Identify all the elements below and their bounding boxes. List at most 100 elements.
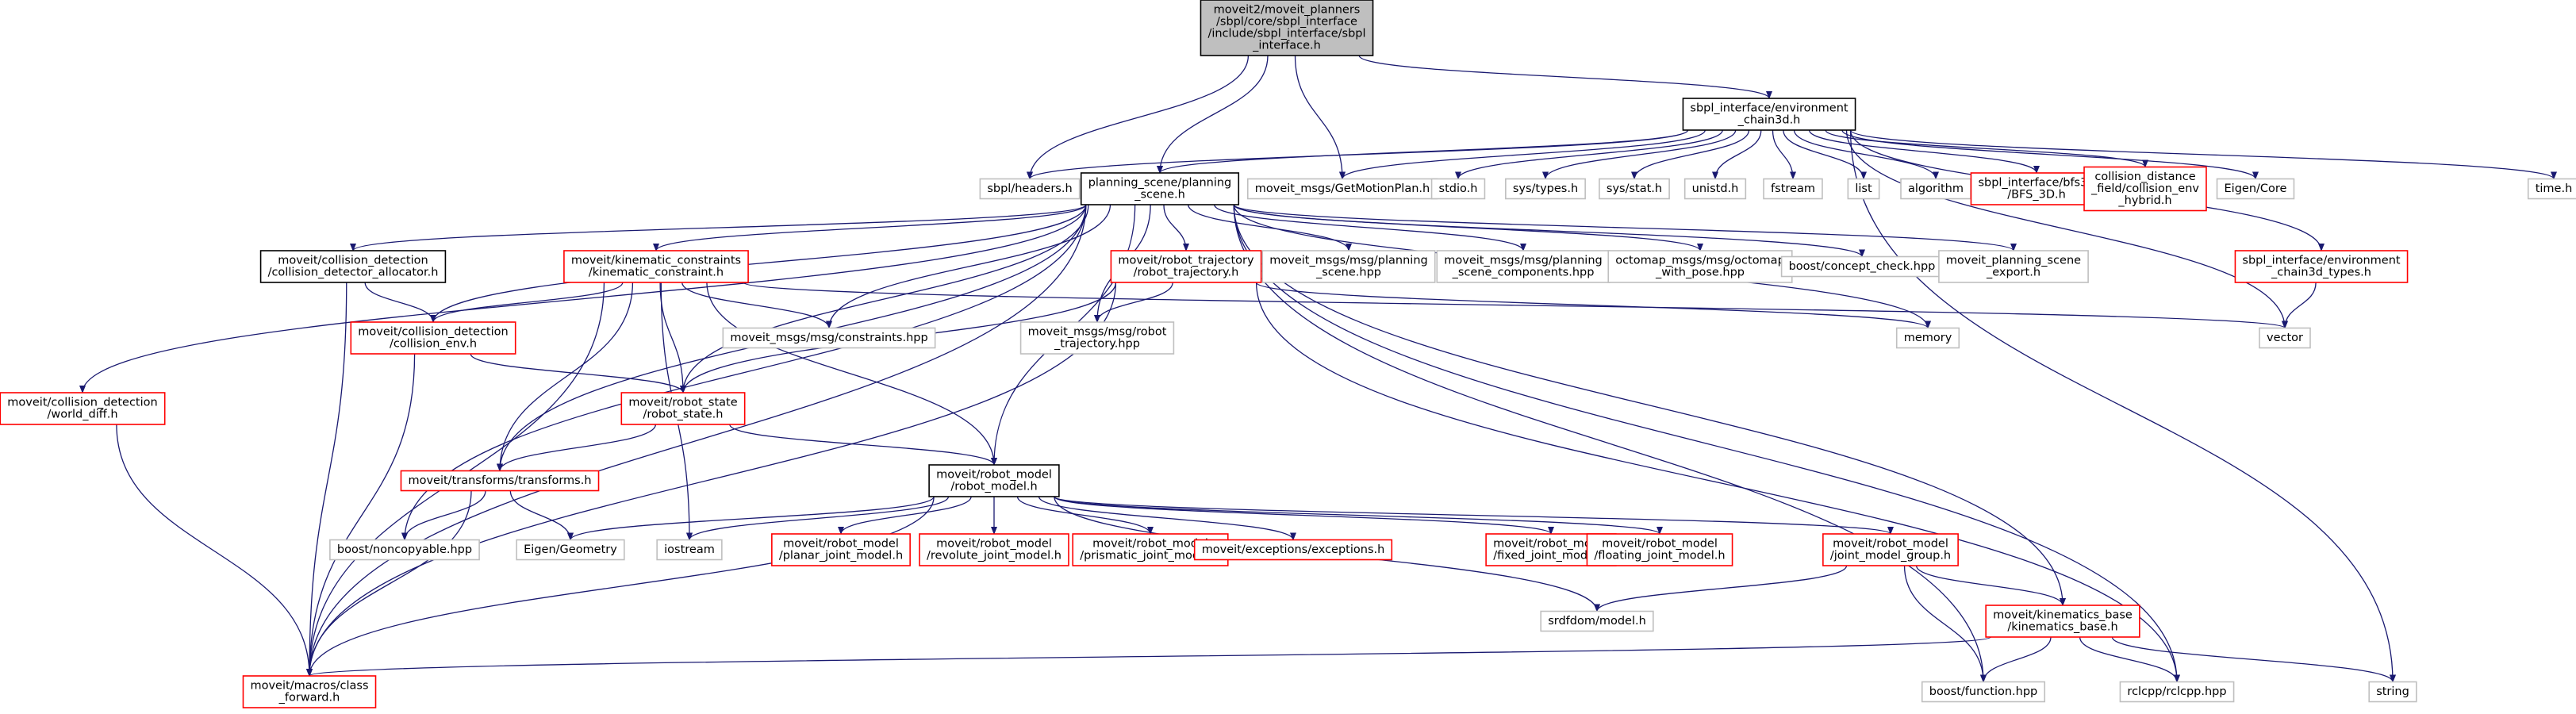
node-label: fstream (1771, 182, 1815, 195)
node-box (1430, 178, 1486, 200)
node-noncopyable: boost/noncopyable.hpp (329, 539, 480, 561)
edge-kinematics-base-to-class-forward (306, 636, 1991, 677)
node-label-line: moveit_planning_scene (1946, 255, 2081, 267)
node-box (1019, 321, 1175, 355)
node-planar-joint[interactable]: moveit/robot_model/planar_joint_model.h (771, 533, 911, 566)
node-box (928, 464, 1060, 497)
node-label: moveit_msgs/msg/robot_trajectory.hpp (1028, 326, 1167, 351)
node-box (1200, 0, 1374, 56)
edge-robot-model-to-iostream (686, 496, 950, 541)
node-box (1763, 178, 1823, 200)
node-rclcpp: rclcpp/rclcpp.hpp (2119, 681, 2235, 703)
node-box (1261, 250, 1436, 283)
node-box (1900, 178, 1971, 200)
node-box (919, 533, 1069, 566)
node-label-line: moveit/robot_model (1602, 538, 1718, 551)
edge-kin-constraint-to-transforms (497, 282, 634, 472)
node-kin-constraint[interactable]: moveit/kinematic_constraints/kinematic_c… (563, 250, 749, 283)
node-label: vector (2267, 332, 2303, 344)
edge-robot-traj-h-to-memory (1255, 282, 1931, 329)
node-box (1607, 250, 1793, 283)
edge-transforms-to-class-forward (306, 490, 472, 677)
node-fstream: fstream (1763, 178, 1823, 200)
node-label: sbpl_interface/environment_chain3d_types… (2242, 255, 2400, 279)
node-boost-function: boost/function.hpp (1921, 681, 2046, 703)
edge-robot-model-to-fixed-joint (1054, 496, 1554, 535)
node-label-line: _forward.h (278, 692, 340, 704)
node-box (563, 250, 749, 283)
node-floating-joint[interactable]: moveit/robot_model/floating_joint_model.… (1586, 533, 1733, 566)
node-label: memory (1904, 332, 1952, 344)
node-box (771, 533, 911, 566)
node-robot-model[interactable]: moveit/robot_model/robot_model.h (928, 464, 1060, 497)
node-box (1921, 681, 2046, 703)
node-label-line: moveit/robot_model (783, 538, 899, 551)
node-planning-scene[interactable]: planning_scene/planning_scene.h (1080, 172, 1240, 205)
node-env-chain3d-types[interactable]: sbpl_interface/environment_chain3d_types… (2234, 250, 2409, 283)
edge-planning-scene-to-ps-export (1233, 204, 2017, 251)
node-label-line: sbpl/headers.h (987, 182, 1072, 195)
node-root[interactable]: moveit2/moveit_planners/sbpl/core/sbpl_i… (1200, 0, 1374, 56)
node-label-line: fstream (1771, 182, 1815, 195)
node-label: moveit/transforms/transforms.h (408, 474, 591, 487)
node-label-line: algorithm (1908, 182, 1964, 195)
node-world-diff[interactable]: moveit/collision_detection/world_diff.h (0, 392, 166, 425)
node-robot-traj-h[interactable]: moveit/robot_trajectory/robot_trajectory… (1110, 250, 1262, 283)
edge-robot-traj-h-to-msg-robot-traj (1094, 282, 1173, 323)
edge-env-chain3d-to-algorithm (1793, 129, 1939, 180)
node-kinematics-base[interactable]: moveit/kinematics_base/kinematics_base.h (1985, 605, 2140, 638)
node-joint-model-group[interactable]: moveit/robot_model/joint_model_group.h (1822, 533, 1959, 566)
node-transforms[interactable]: moveit/transforms/transforms.h (400, 470, 600, 492)
edge-planning-scene-to-cd-allocator (350, 204, 1087, 251)
edge-transforms-to-eigen-geometry (509, 490, 574, 541)
node-env-chain3d[interactable]: sbpl_interface/environment_chain3d.h (1682, 98, 1856, 131)
node-box (656, 539, 723, 561)
edge-kin-constraint-to-collision-env (430, 282, 624, 323)
node-cd-allocator[interactable]: moveit/collision_detection/collision_det… (259, 250, 447, 283)
edge-env-chain3d-types-to-vector (2282, 282, 2317, 329)
edge-cd-allocator-to-class-forward (306, 282, 347, 677)
edge-env-chain3d-to-systypes (1542, 129, 1737, 180)
node-label-line: sys/stat.h (1607, 182, 1662, 195)
node-box (722, 327, 936, 349)
edge-planning-scene-to-msg-constraints (826, 204, 1111, 329)
node-exceptions[interactable]: moveit/exceptions/exceptions.h (1193, 539, 1393, 561)
node-box (0, 392, 166, 425)
node-label: moveit/collision_detection/collision_det… (268, 255, 439, 279)
node-label-line: iostream (664, 543, 715, 556)
node-robot-state[interactable]: moveit/robot_state/robot_state.h (620, 392, 746, 425)
node-label-line: _scene.h (1134, 189, 1185, 202)
node-label: string (2376, 685, 2409, 698)
node-label-line: memory (1904, 332, 1952, 344)
node-label-line: moveit/robot_model (936, 469, 1052, 482)
node-label-line: moveit/kinematic_constraints (571, 255, 741, 267)
node-bfs3d[interactable]: sbpl_interface/bfs3d/BFS_3D.h (1970, 172, 2103, 205)
node-box (1436, 250, 1610, 283)
node-box (1985, 605, 2140, 638)
node-box (1080, 172, 1240, 205)
node-box (2368, 681, 2417, 703)
node-class-forward[interactable]: moveit/macros/class_forward.h (242, 675, 377, 708)
node-sysstat: sys/stat.h (1599, 178, 1670, 200)
edge-env-chain3d-to-eigen-core (1841, 129, 2259, 180)
node-label-line: moveit2/moveit_planners (1214, 4, 1361, 17)
node-label: moveit_msgs/GetMotionPlan.h (1255, 182, 1430, 195)
node-cdf-hybrid[interactable]: collision_distance_field/collision_env_h… (2083, 166, 2207, 212)
node-collision-env[interactable]: moveit/collision_detection/collision_env… (350, 321, 516, 355)
node-label-line: /fixed_joint_model.h (1493, 550, 1609, 562)
node-iostream: iostream (656, 539, 723, 561)
edge-kin-constraint-to-msg-constraints (681, 282, 832, 329)
node-label-line: _scene.hpp (1315, 267, 1381, 279)
node-list: list (1847, 178, 1880, 200)
node-label-line: vector (2267, 332, 2303, 344)
node-box (1540, 610, 1654, 632)
edge-world-diff-to-class-forward (116, 424, 313, 677)
node-box (1780, 255, 1944, 278)
node-label: moveit/robot_model/prismatic_joint_model… (1080, 538, 1221, 562)
edge-transforms-to-noncopyable (401, 490, 486, 541)
node-revolute-joint[interactable]: moveit/robot_model/revolute_joint_model.… (919, 533, 1069, 566)
node-label: moveit2/moveit_planners/sbpl/core/sbpl_i… (1207, 4, 1365, 52)
edge-env-chain3d-to-string (1849, 129, 2396, 683)
node-box (1586, 533, 1733, 566)
